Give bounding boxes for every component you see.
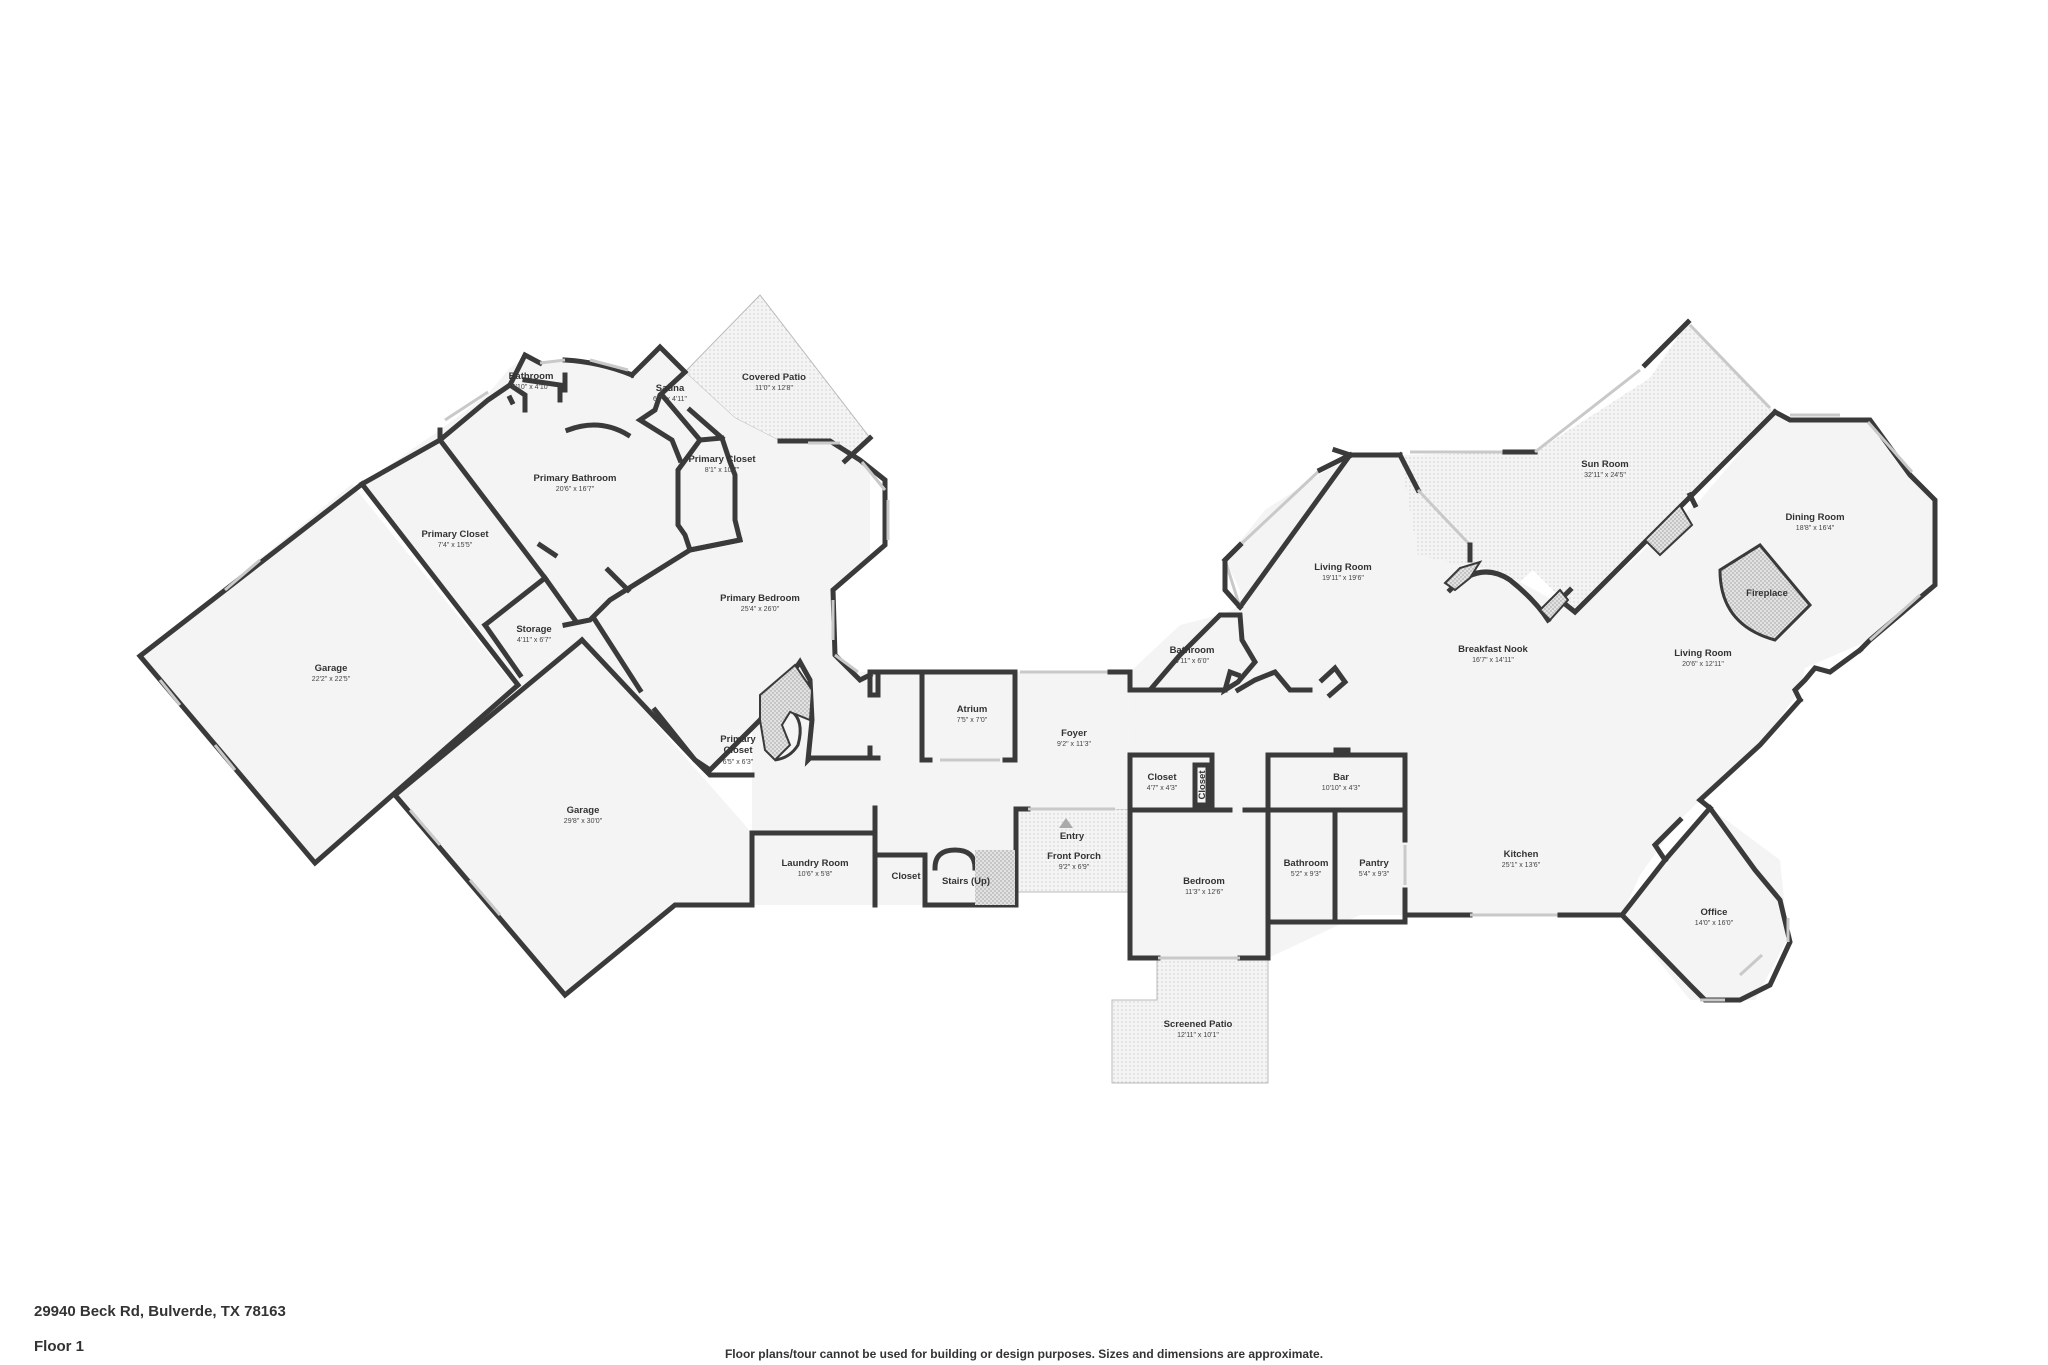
- label-primary-closet-a: Primary Closet: [688, 454, 756, 465]
- floor-fills: [140, 347, 1935, 1000]
- dim-pantry: 5'4" x 9'3": [1359, 871, 1390, 878]
- label-sun-room: Sun Room: [1581, 459, 1629, 470]
- label-garage-b: Garage: [567, 805, 600, 816]
- entry-arrow-icon: [1059, 818, 1073, 828]
- dim-kitchen: 25'1" x 13'6": [1502, 862, 1541, 869]
- dim-office: 14'0" x 16'0": [1695, 920, 1734, 927]
- dim-bathroom-center: 9'11" x 6'0": [1175, 658, 1209, 665]
- label-laundry-room: Laundry Room: [781, 858, 848, 869]
- dim-garage-a: 22'2" x 22'5": [312, 676, 351, 683]
- dim-dining-room: 18'8" x 16'4": [1796, 525, 1835, 532]
- dim-breakfast-nook: 16'7" x 14'11": [1472, 657, 1514, 664]
- label-bar: Bar: [1333, 772, 1349, 783]
- label-sauna: Sauna: [656, 383, 685, 394]
- label-foyer: Foyer: [1061, 728, 1087, 739]
- dim-sauna: 6'7" x 4'11": [653, 396, 687, 403]
- label-pantry: Pantry: [1359, 858, 1389, 869]
- label-covered-patio: Covered Patio: [742, 372, 806, 383]
- label-office: Office: [1701, 907, 1728, 918]
- label-primary-bedroom: Primary Bedroom: [720, 593, 800, 604]
- label-breakfast-nook: Breakfast Nook: [1458, 644, 1528, 655]
- label-front-porch: Front Porch: [1047, 851, 1101, 862]
- room-labels: Bathroom 5'10" x 4'10" Sauna 6'7" x 4'11…: [312, 371, 1845, 1039]
- dim-primary-bathroom: 20'6" x 16'7": [556, 486, 595, 493]
- label-living-room-a: Living Room: [1314, 562, 1372, 573]
- dim-bedroom: 11'3" x 12'6": [1185, 889, 1223, 896]
- sun-room-area: [1400, 322, 1775, 612]
- dim-covered-patio: 11'0" x 12'8": [755, 385, 793, 392]
- sun-room-hatch-b: [1538, 588, 1570, 622]
- dim-laundry-room: 10'6" x 5'8": [798, 871, 833, 878]
- dim-sun-room: 32'11" x 24'5": [1584, 472, 1626, 479]
- east-fill: [1128, 412, 1935, 958]
- dim-closet-center: 4'7" x 4'3": [1147, 785, 1178, 792]
- dim-living-room-a: 19'11" x 19'6": [1322, 575, 1364, 582]
- dim-bar: 10'10" x 4'3": [1322, 785, 1361, 792]
- label-primary-bathroom: Primary Bathroom: [534, 473, 617, 484]
- patios: [684, 294, 1775, 1084]
- sun-room-hatch-c: [1643, 503, 1694, 557]
- dim-primary-closet-b: 7'4" x 15'5": [438, 542, 473, 549]
- dim-primary-closet-c: 6'5" x 6'3": [723, 759, 754, 766]
- dim-foyer: 9'2" x 11'3": [1057, 741, 1091, 748]
- label-closet-laundry: Closet: [891, 871, 921, 882]
- label-bathroom-center: Bathroom: [1170, 645, 1215, 656]
- label-dining-room: Dining Room: [1785, 512, 1844, 523]
- dim-atrium: 7'5" x 7'0": [957, 717, 988, 724]
- label-bedroom: Bedroom: [1183, 876, 1225, 887]
- closet-c-hatch: [759, 663, 814, 762]
- primary-wing-fill: [362, 347, 870, 770]
- label-living-room-b: Living Room: [1674, 648, 1732, 659]
- label-storage: Storage: [516, 624, 551, 635]
- label-stairs: Stairs (Up): [942, 876, 990, 887]
- label-bathroom-east: Bathroom: [1284, 858, 1329, 869]
- label-screened-patio: Screened Patio: [1164, 1019, 1233, 1030]
- label-primary-closet-b: Primary Closet: [421, 529, 489, 540]
- dim-living-room-b: 20'6" x 12'11": [1682, 661, 1724, 668]
- label-entry: Entry: [1060, 831, 1085, 842]
- dim-bathroom-primary-wing: 5'10" x 4'10": [512, 384, 551, 391]
- stairs-hatch: [975, 850, 1015, 905]
- label-garage-a: Garage: [315, 663, 348, 674]
- bedroom-fill: [1130, 810, 1268, 958]
- label-closet-small: Closet: [1197, 770, 1208, 800]
- dim-bathroom-east: 5'2" x 9'3": [1291, 871, 1322, 878]
- sun-room-hatch-a: [1443, 560, 1483, 592]
- label-kitchen: Kitchen: [1504, 849, 1539, 860]
- label-fireplace: Fireplace: [1746, 588, 1788, 599]
- dim-garage-b: 29'8" x 30'0": [564, 818, 603, 825]
- walls: [136, 318, 1938, 1003]
- dim-screened-patio: 12'11" x 10'1": [1177, 1032, 1219, 1039]
- dim-primary-closet-a: 8'1" x 10'7": [705, 467, 740, 474]
- disclaimer-text: Floor plans/tour cannot be used for buil…: [724, 1347, 1324, 1361]
- floor-label: Floor 1: [34, 1338, 85, 1355]
- center-fill: [752, 672, 1130, 905]
- label-atrium: Atrium: [957, 704, 988, 715]
- label-closet-center: Closet: [1147, 772, 1177, 783]
- front-porch-area: [1015, 808, 1129, 893]
- garage-b-fill: [395, 640, 752, 995]
- fireplace-shape: [1718, 543, 1813, 642]
- label-bathroom-primary-wing: Bathroom: [509, 371, 554, 382]
- dim-primary-bedroom: 25'4" x 26'0": [741, 606, 780, 613]
- dim-front-porch: 9'2" x 6'9": [1059, 864, 1090, 871]
- dim-storage: 4'11" x 6'7": [517, 637, 551, 644]
- address-label: 29940 Beck Rd, Bulverde, TX 78163: [34, 1303, 286, 1320]
